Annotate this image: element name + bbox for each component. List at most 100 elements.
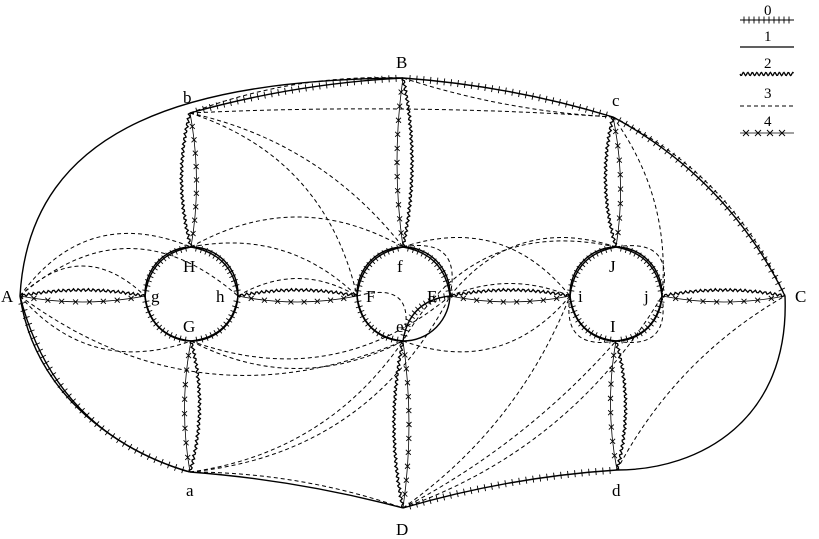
edge-c-C [612, 116, 786, 297]
edge-I-j [615, 295, 664, 343]
edge-A-e [19, 295, 404, 376]
edge-a-e [189, 340, 404, 473]
vertex-label-H: H [183, 257, 195, 276]
edge-A-g [19, 265, 146, 297]
edge-i-I [567, 295, 617, 344]
edge-b-H [179, 112, 193, 248]
edge-D-i [402, 295, 571, 509]
edge-H-f [190, 216, 404, 248]
edge-H-F [190, 242, 358, 297]
edge-h-F-x [237, 295, 358, 305]
legend-label-1: 1 [764, 29, 772, 45]
vertex-label-e: e [396, 317, 404, 336]
edge-c-J [603, 116, 618, 248]
edge-G-e [190, 340, 404, 369]
edge-A-h [19, 248, 239, 297]
edge-A-a [18, 295, 191, 474]
edge-b-c [189, 108, 614, 118]
edge-h-F [237, 278, 358, 297]
vertex-label-b: b [183, 88, 192, 107]
edge-c-j [612, 116, 664, 297]
vertex-label-F: F [366, 287, 375, 306]
edge-H-g [142, 244, 192, 297]
vertex-label-a: a [186, 481, 194, 500]
edge-J-E [449, 237, 617, 297]
edge-A-H [19, 232, 192, 297]
edge-b-B [189, 77, 404, 114]
edge-B-f-x [394, 77, 404, 248]
legend-swatches [739, 16, 795, 137]
edge-f-E [402, 244, 453, 297]
edge-I-d-x [607, 340, 618, 471]
edge-B-c [402, 74, 614, 119]
edge-F-e [356, 291, 407, 342]
legend-swatch-4 [740, 129, 794, 137]
vertex-label-i: i [578, 287, 583, 306]
vertex-label-j: j [643, 287, 649, 306]
edge-h-G [190, 295, 241, 344]
vertex-label-D: D [396, 520, 408, 539]
edge-E-e [400, 293, 451, 342]
edge-F-e [354, 295, 404, 344]
edge-E-i-x [449, 295, 571, 305]
edge-b-B [189, 74, 404, 115]
vertex-label-B: B [396, 53, 407, 72]
vertex-label-A: A [1, 287, 14, 306]
edge-h-F [237, 287, 358, 298]
edge-C-d [616, 295, 786, 471]
edge-G-a [188, 340, 202, 473]
edge-c-C [612, 116, 786, 297]
edge-d-C [616, 295, 786, 471]
edge-J-j [615, 245, 665, 297]
legend: 0 1 2 3 4 [739, 3, 795, 137]
edge-A-G [19, 295, 192, 353]
edge-I-d [614, 340, 628, 471]
edge-A-g-x [19, 295, 146, 305]
edge-e-D [391, 340, 405, 509]
edge-g-G [142, 295, 192, 344]
vertex-label-E: E [427, 287, 437, 306]
vertex-label-G: G [183, 317, 195, 336]
edge-a-E [189, 295, 451, 473]
edge-b-H-x [189, 112, 200, 248]
legend-swatch-2 [739, 71, 795, 77]
edge-B-f [401, 77, 415, 248]
edge-G-E [190, 295, 451, 360]
edge-G-a-x [181, 340, 192, 473]
edge-D-I [402, 340, 617, 509]
edge-J-i [567, 244, 617, 297]
edge-b-f [189, 112, 404, 248]
edge-E-i [449, 283, 571, 297]
style-4-crossed-edges [19, 77, 786, 509]
edge-e-i [402, 295, 571, 353]
vertex-label-J: J [609, 257, 616, 276]
edge-j-I [615, 295, 665, 344]
edge-f-i [402, 237, 571, 297]
vertex-label-d: d [612, 481, 621, 500]
legend-label-2: 2 [764, 56, 772, 72]
vertex-label-g: g [151, 287, 160, 306]
edge-a-D [189, 471, 404, 509]
vertex-label-C: C [795, 287, 806, 306]
edge-j-C [661, 287, 786, 298]
edge-b-F [189, 112, 358, 297]
style-0-ticked-edges [18, 74, 786, 510]
edge-j-C-x [661, 295, 786, 305]
edge-H-h [190, 244, 241, 297]
legend-label-3: 3 [764, 86, 772, 102]
edge-c-B [402, 77, 614, 118]
style-3-dashed-edges [19, 77, 786, 509]
edge-A-g [19, 287, 146, 298]
edge-f-E [402, 245, 453, 297]
edge-e-D-x [402, 340, 412, 509]
legend-label-4: 4 [764, 114, 772, 130]
edge-A-a-base [19, 295, 191, 473]
edge-D-d [402, 466, 618, 510]
vertex-label-c: c [612, 91, 620, 110]
vertex-label-h: h [216, 287, 225, 306]
edge-D-j [402, 295, 663, 509]
edge-c-J-x [612, 116, 624, 248]
legend-swatch-0 [740, 16, 794, 24]
edge-i-I [568, 295, 617, 343]
